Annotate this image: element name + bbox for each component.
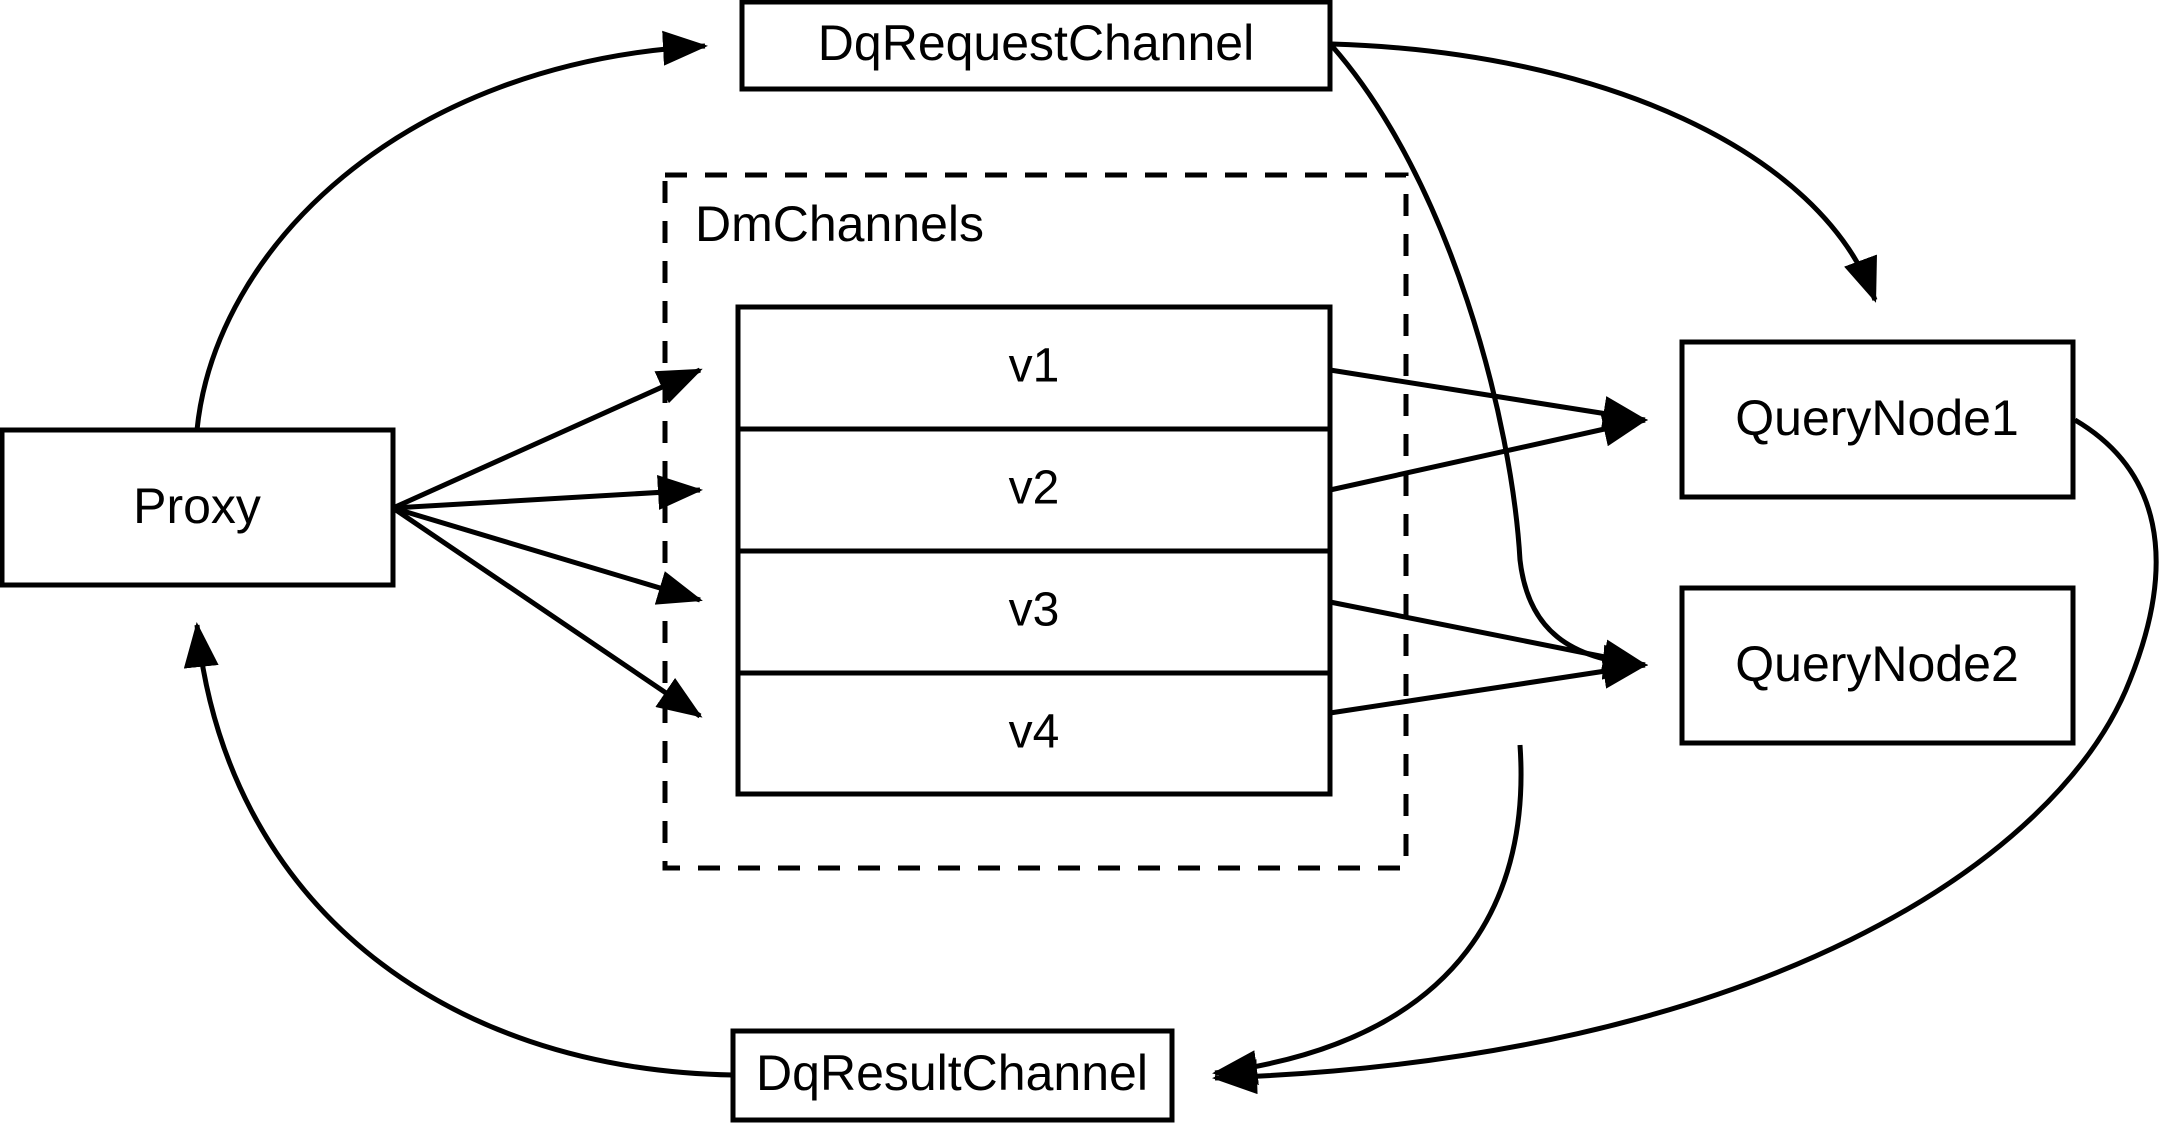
dmchannels-group-border xyxy=(662,172,1409,871)
node-dq-result-channel-box[interactable] xyxy=(730,1028,1175,1123)
table-row-v3: v3 xyxy=(1009,584,1060,637)
node-dq-request-channel[interactable]: DqRequestChannel xyxy=(739,0,1333,92)
node-query-node-2[interactable]: QueryNode2 xyxy=(1679,585,2076,746)
edge-proxy-to-v1 xyxy=(391,367,703,511)
table-row-v2: v2 xyxy=(1009,462,1060,515)
node-proxy[interactable]: Proxy xyxy=(0,427,396,588)
edge-v2-to-querynode1 xyxy=(1329,412,1648,493)
edge-dqrequestchannel-to-querynode1 xyxy=(1331,41,1878,303)
node-query-node-1-label: QueryNode1 xyxy=(1735,390,2019,446)
node-dq-request-channel-box[interactable] xyxy=(739,0,1333,92)
node-query-node-1[interactable]: QueryNode1 xyxy=(1679,339,2076,500)
node-query-node-1-box[interactable] xyxy=(1679,339,2076,500)
node-query-node-2-box[interactable] xyxy=(1679,585,2076,746)
edge-proxy-to-v4 xyxy=(391,505,703,719)
node-dq-request-channel-label: DqRequestChannel xyxy=(818,15,1254,71)
dmchannels-group-label: DmChannels xyxy=(695,196,984,252)
edge-v4-to-querynode2 xyxy=(1329,654,1648,716)
edge-v1-to-querynode1 xyxy=(1329,367,1648,431)
node-query-node-2-label: QueryNode2 xyxy=(1735,636,2019,692)
node-proxy-box[interactable] xyxy=(0,427,396,588)
edge-proxy-to-v2 xyxy=(392,474,703,511)
edge-querynode2-to-dqresultchannel xyxy=(1212,744,1524,1085)
edge-dqrequestchannel-to-querynode2 xyxy=(1330,44,1648,680)
node-proxy-label: Proxy xyxy=(133,478,261,534)
channel-table: v1 v2 v3 v4 xyxy=(735,304,1333,797)
dmchannels-group: DmChannels xyxy=(662,172,1409,871)
edge-dqresultchannel-to-proxy xyxy=(183,622,734,1078)
edge-proxy-to-v3 xyxy=(392,505,703,605)
table-row-v1: v1 xyxy=(1009,340,1060,393)
node-dq-result-channel[interactable]: DqResultChannel xyxy=(730,1028,1175,1123)
edge-v3-to-querynode2 xyxy=(1329,599,1648,674)
node-dq-result-channel-label: DqResultChannel xyxy=(756,1045,1148,1101)
edge-proxy-to-dqrequestchannel xyxy=(194,30,708,431)
table-row-v4: v4 xyxy=(1009,706,1060,759)
edge-querynode1-to-dqresultchannel xyxy=(1212,417,2159,1095)
